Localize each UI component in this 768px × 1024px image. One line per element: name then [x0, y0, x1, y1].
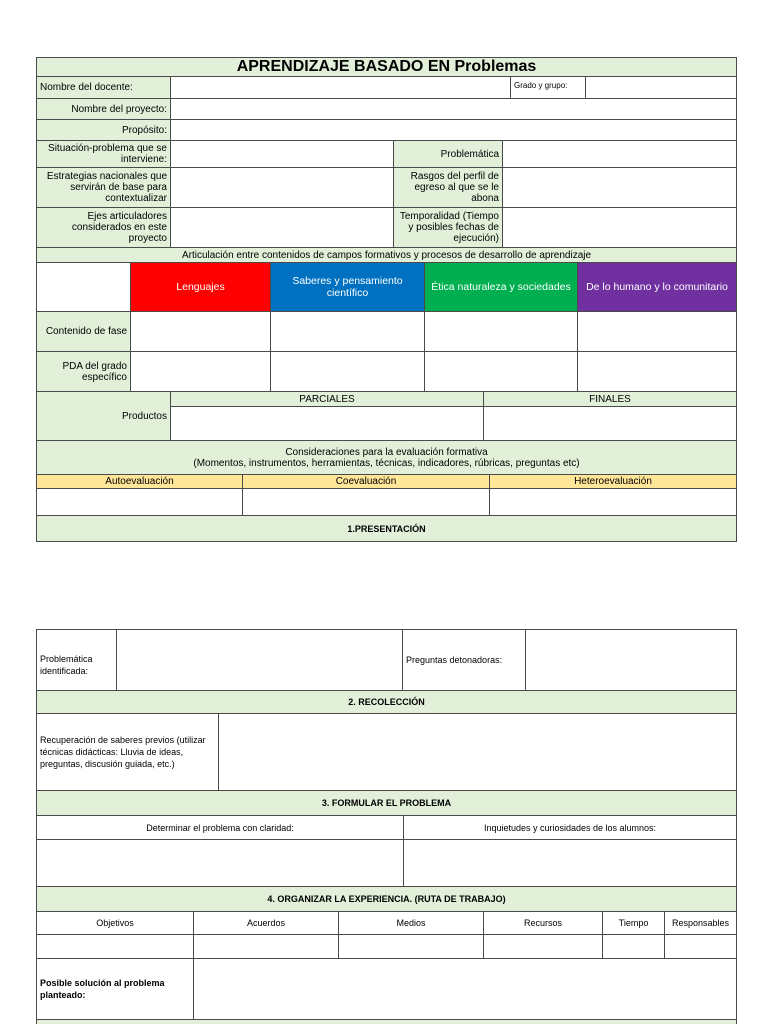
field-problematica[interactable] — [502, 140, 737, 168]
campos-corner — [36, 262, 131, 312]
label-pda: PDA del grado específico — [36, 351, 131, 392]
col-acuerdos: Acuerdos — [193, 911, 339, 935]
field-recuperacion[interactable] — [218, 713, 737, 791]
field-situacion[interactable] — [170, 140, 394, 168]
field-contenido-saberes[interactable] — [270, 311, 425, 352]
section-recoleccion: 2. RECOLECCIÓN — [36, 690, 737, 714]
header-finales: FINALES — [483, 391, 737, 407]
field-preguntas-detonadoras[interactable] — [525, 629, 737, 691]
label-rasgos: Rasgos del perfil de egreso al que se le… — [393, 167, 503, 208]
field-rasgos[interactable] — [502, 167, 737, 208]
col-responsables: Responsables — [664, 911, 737, 935]
consideraciones-line-1: Consideraciones para la evaluación forma… — [285, 446, 488, 458]
col-objetivos: Objetivos — [36, 911, 194, 935]
field-recursos[interactable] — [483, 934, 603, 959]
header-autoevaluacion: Autoevaluación — [36, 474, 243, 489]
header-heteroevaluacion: Heteroevaluación — [489, 474, 737, 489]
label-proposito: Propósito: — [36, 119, 171, 141]
label-ejes: Ejes articuladores considerados en este … — [36, 207, 171, 248]
field-posible-solucion[interactable] — [193, 958, 737, 1020]
field-responsables[interactable] — [664, 934, 737, 959]
label-estrategias: Estrategias nacionales que servirán de b… — [36, 167, 171, 208]
field-tiempo[interactable] — [602, 934, 665, 959]
articulacion-header: Articulación entre contenidos de campos … — [36, 247, 737, 263]
label-nombre-proyecto: Nombre del proyecto: — [36, 98, 171, 120]
field-finales[interactable] — [483, 406, 737, 441]
next-section-strip — [36, 1019, 737, 1024]
field-pda-lenguajes[interactable] — [130, 351, 271, 392]
field-medios[interactable] — [338, 934, 484, 959]
field-determinar[interactable] — [36, 839, 404, 887]
label-recuperacion: Recuperación de saberes previos (utiliza… — [36, 713, 219, 791]
section-presentacion: 1.PRESENTACIÓN — [36, 515, 737, 542]
label-grado-grupo: Grado y grupo: — [510, 76, 586, 99]
section-organizar: 4. ORGANIZAR LA EXPERIENCIA. (RUTA DE TR… — [36, 886, 737, 912]
label-determinar: Determinar el problema con claridad: — [36, 815, 404, 840]
field-pda-saberes[interactable] — [270, 351, 425, 392]
consideraciones-line-2: (Momentos, instrumentos, herramientas, t… — [193, 457, 580, 469]
label-inquietudes: Inquietudes y curiosidades de los alumno… — [403, 815, 737, 840]
field-pda-etica[interactable] — [424, 351, 578, 392]
field-ejes[interactable] — [170, 207, 394, 248]
col-tiempo: Tiempo — [602, 911, 665, 935]
header-parciales: PARCIALES — [170, 391, 484, 407]
field-problematica-identificada[interactable] — [116, 629, 403, 691]
field-contenido-humano[interactable] — [577, 311, 737, 352]
field-contenido-etica[interactable] — [424, 311, 578, 352]
field-nombre-docente[interactable] — [170, 76, 511, 99]
label-contenido-fase: Contenido de fase — [36, 311, 131, 352]
label-preguntas-detonadoras: Preguntas detonadoras: — [402, 629, 526, 691]
field-grado-grupo[interactable] — [585, 76, 737, 99]
field-proposito[interactable] — [170, 119, 737, 141]
label-productos: Productos — [36, 391, 171, 441]
header-coevaluacion: Coevaluación — [242, 474, 490, 489]
label-problematica: Problemática — [393, 140, 503, 168]
campo-lenguajes: Lenguajes — [130, 262, 271, 312]
field-heteroevaluacion[interactable] — [489, 488, 737, 516]
label-temporalidad: Temporalidad (Tiempo y posibles fechas d… — [393, 207, 503, 248]
section-formular: 3. FORMULAR EL PROBLEMA — [36, 790, 737, 816]
consideraciones-header: Consideraciones para la evaluación forma… — [36, 440, 737, 475]
field-pda-humano[interactable] — [577, 351, 737, 392]
label-problematica-identificada: Problemática identificada: — [36, 629, 117, 691]
campo-humano: De lo humano y lo comunitario — [577, 262, 737, 312]
field-objetivos[interactable] — [36, 934, 194, 959]
col-recursos: Recursos — [483, 911, 603, 935]
field-temporalidad[interactable] — [502, 207, 737, 248]
campo-saberes: Saberes y pensamiento científico — [270, 262, 425, 312]
form-title: APRENDIZAJE BASADO EN Problemas — [36, 57, 737, 77]
campo-etica: Ética naturaleza y sociedades — [424, 262, 578, 312]
field-estrategias[interactable] — [170, 167, 394, 208]
field-contenido-lenguajes[interactable] — [130, 311, 271, 352]
field-inquietudes[interactable] — [403, 839, 737, 887]
field-coevaluacion[interactable] — [242, 488, 490, 516]
field-acuerdos[interactable] — [193, 934, 339, 959]
field-nombre-proyecto[interactable] — [170, 98, 737, 120]
col-medios: Medios — [338, 911, 484, 935]
label-situacion: Situación-problema que se interviene: — [36, 140, 171, 168]
field-autoevaluacion[interactable] — [36, 488, 243, 516]
label-posible-solucion: Posible solución al problema planteado: — [36, 958, 194, 1020]
field-parciales[interactable] — [170, 406, 484, 441]
label-nombre-docente: Nombre del docente: — [36, 76, 171, 99]
